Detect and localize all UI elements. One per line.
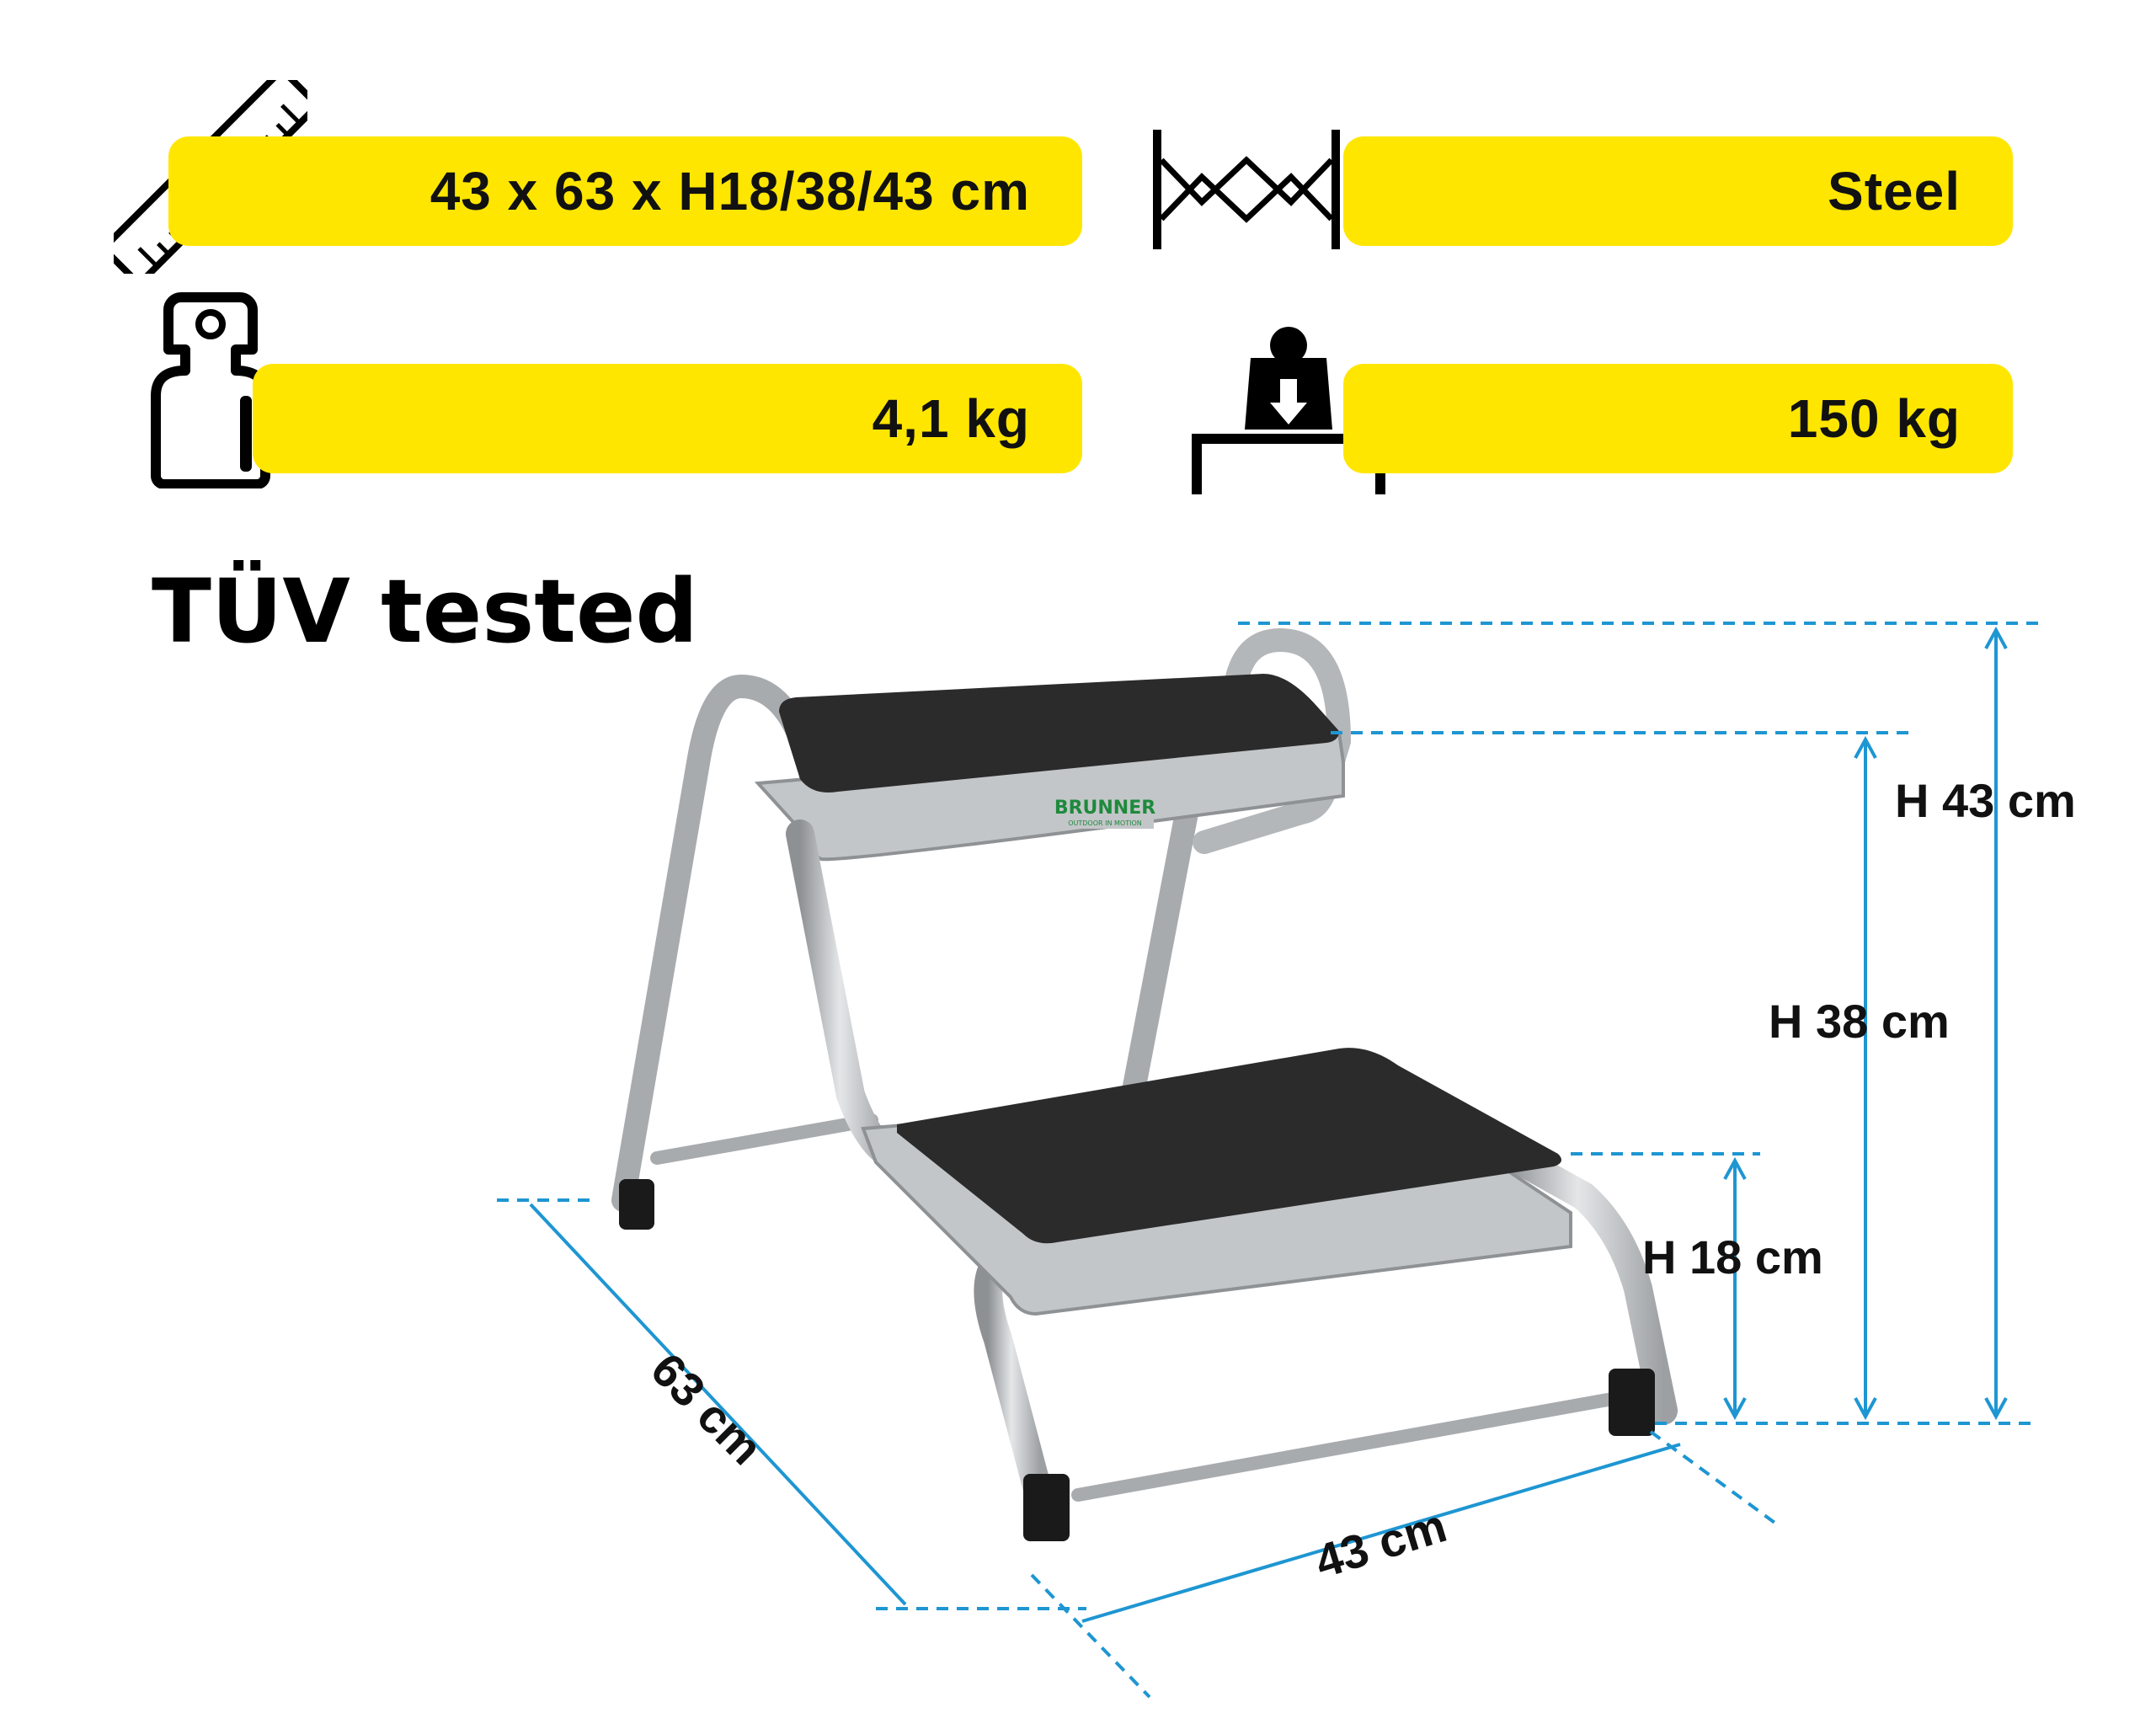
load-capacity-icon [1192, 327, 1385, 494]
max-load-value: 150 kg [1787, 388, 1961, 449]
steel-frame-icon [1153, 130, 1340, 249]
brand-logo: BRUNNER OUTDOOR IN MOTION [1054, 793, 1155, 829]
height-upper-step-label: H 38 cm [1769, 995, 1950, 1048]
height-top-label: H 43 cm [1895, 774, 2076, 827]
upper-step: BRUNNER OUTDOOR IN MOTION [754, 627, 1352, 862]
material-value: Steel [1828, 161, 1961, 222]
max-load-spec-bar: 150 kg [1343, 364, 2013, 473]
weight-spec-bar: 4,1 kg [253, 364, 1082, 473]
lower-step [861, 1048, 1572, 1316]
brand-logo-text: BRUNNER [1054, 798, 1155, 819]
weight-value: 4,1 kg [872, 388, 1030, 449]
dimensions-spec-bar: 43 x 63 x H18/38/43 cm [168, 136, 1082, 246]
dimensions-value: 43 x 63 x H18/38/43 cm [430, 161, 1030, 222]
material-spec-bar: Steel [1343, 136, 2013, 246]
rubber-feet [619, 1179, 1655, 1541]
brand-tagline: OUTDOOR IN MOTION [1068, 819, 1142, 827]
weight-icon [151, 292, 270, 488]
certification-heading: TÜV tested [152, 560, 698, 663]
height-lower-step-label: H 18 cm [1642, 1230, 1823, 1284]
dimension-lines [497, 622, 2038, 1699]
